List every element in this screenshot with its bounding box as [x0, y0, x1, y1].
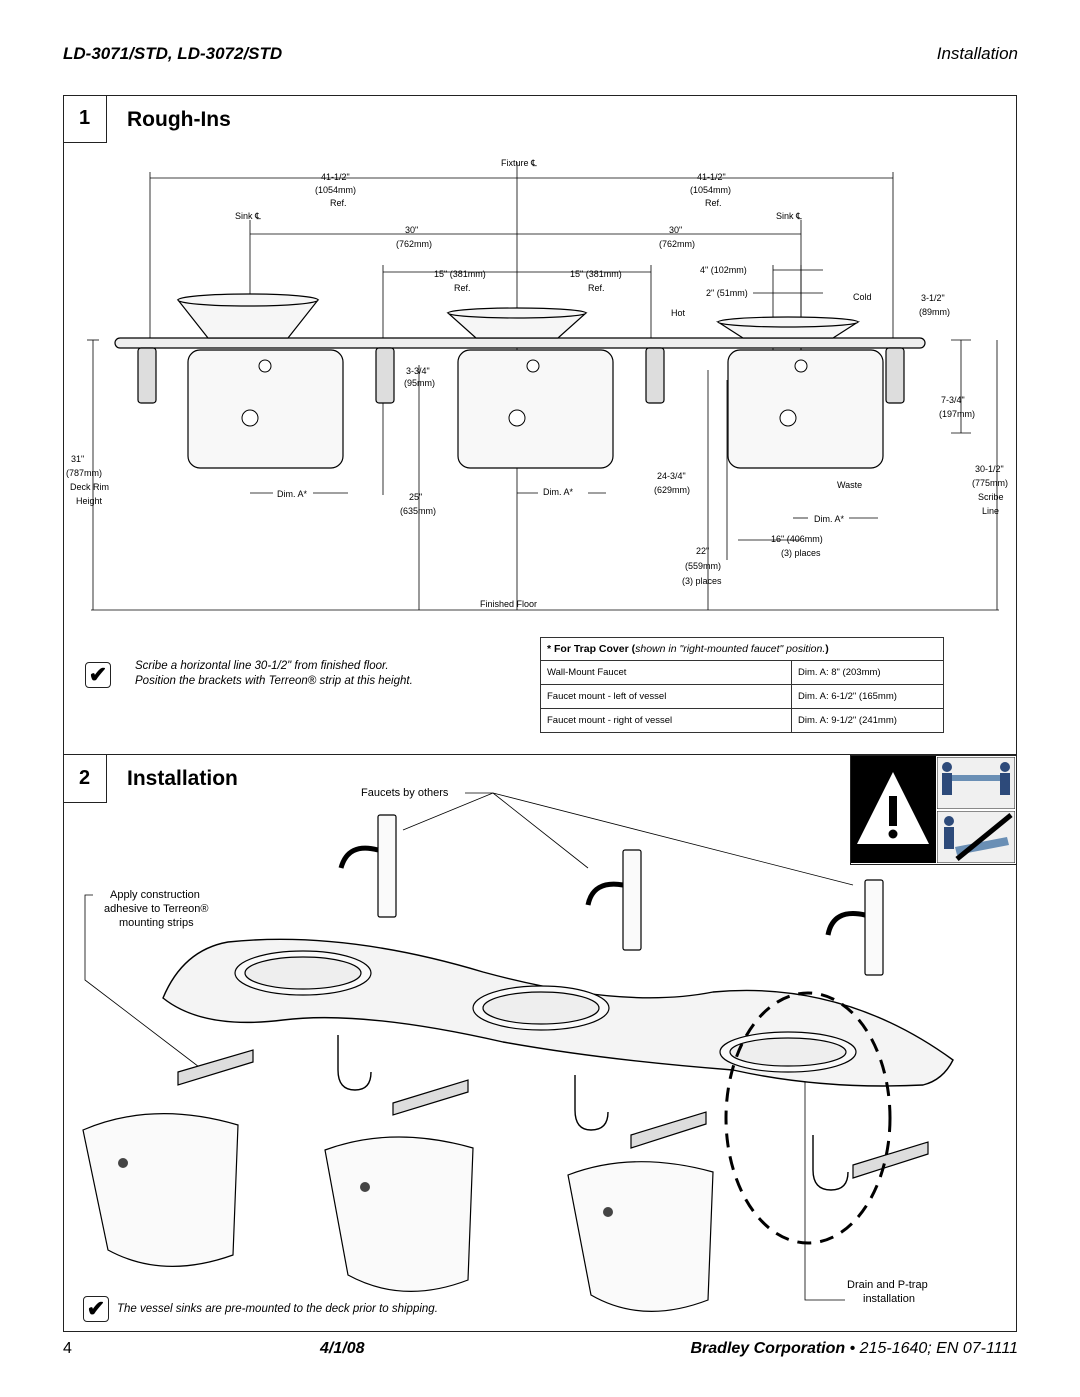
dim-7-3-4-mm: (197mm)	[939, 409, 975, 419]
table-row: Wall-Mount Faucet Dim. A: 8" (203mm)	[540, 660, 944, 685]
dim-a-right: Dim. A*	[814, 514, 845, 524]
dim-15-left-ref: Ref.	[454, 283, 471, 293]
sink-centerline-left: Sink ℄	[235, 211, 261, 221]
table-row: Faucet mount - left of vessel Dim. A: 6-…	[540, 684, 944, 709]
dim-22-places: (3) places	[682, 576, 722, 586]
dim-3-3-4: 3-3/4"	[406, 366, 430, 376]
dim-25-mm: (635mm)	[400, 506, 436, 516]
hot-label: Hot	[671, 308, 686, 318]
cold-label: Cold	[853, 292, 872, 302]
vessel-note: The vessel sinks are pre-mounted to the …	[117, 1303, 438, 1315]
scribe-label: Scribe	[978, 492, 1004, 502]
checkmark-icon-1: ✔	[85, 662, 111, 688]
dim-7-3-4: 7-3/4"	[941, 395, 965, 405]
dim-4in: 4" (102mm)	[700, 265, 747, 275]
adhesive-line3: mounting strips	[119, 917, 194, 929]
dim-31-deck-rim: Deck Rim	[70, 482, 109, 492]
dim-30-left: 30"	[405, 225, 418, 235]
dim-31-height: Height	[76, 496, 103, 506]
scribe-note-line2: Position the brackets with Terreon® stri…	[135, 675, 413, 687]
company-name: Bradley Corporation	[690, 1340, 846, 1357]
scribe-note-line1: Scribe a horizontal line 30-1/2" from fi…	[135, 660, 389, 672]
section-1-title: Rough-Ins	[127, 108, 231, 131]
drain-label-line1: Drain and P-trap	[847, 1279, 928, 1291]
dim-24-3-4-mm: (629mm)	[654, 485, 690, 495]
dim-30-right-mm: (762mm)	[659, 239, 695, 249]
trap-cover-table-wrap: * For Trap Cover (shown in "right-mounte…	[540, 637, 944, 733]
dim-22-mm: (559mm)	[685, 561, 721, 571]
no-single-lift-icon	[937, 811, 1015, 863]
scribe-note: Scribe a horizontal line 30-1/2" from fi…	[135, 659, 515, 689]
dim-30-1-2: 30-1/2"	[975, 464, 1004, 474]
table-row: Faucet mount - right of vessel Dim. A: 9…	[540, 708, 944, 733]
fixture-centerline-label: Fixture ℄	[501, 158, 537, 168]
dim-16: 16" (406mm)	[771, 534, 823, 544]
dim-30-right: 30"	[669, 225, 682, 235]
dim-31: 31"	[71, 454, 84, 464]
document-section-title: Installation	[936, 44, 1018, 63]
two-person-lift-icon	[937, 757, 1015, 809]
section-2-number: 2	[63, 755, 107, 803]
dim-15-left: 15" (381mm)	[434, 269, 486, 279]
dim-25: 25"	[409, 492, 422, 502]
dim-41-right-ref: Ref.	[705, 198, 722, 208]
dim-16-places: (3) places	[781, 548, 821, 558]
warning-triangle-icon	[851, 756, 936, 863]
adhesive-line2: adhesive to Terreon®	[104, 903, 209, 915]
rough-in-diagram: Fixture ℄ 41-1/2" (1054mm) Ref. 41-1/2" …	[66, 158, 1008, 611]
dim-3-1-2-mm: (89mm)	[919, 307, 950, 317]
warning-panel	[850, 755, 1017, 865]
section-2-title: Installation	[127, 767, 238, 790]
dim-15-right-ref: Ref.	[588, 283, 605, 293]
installation-diagram: Faucets by others Apply construction adh…	[82, 787, 954, 1312]
dim-15-right: 15" (381mm)	[570, 269, 622, 279]
footer-company-doc: Bradley Corporation • 215-1640; EN 07-11…	[690, 1340, 1018, 1358]
waste-label: Waste	[837, 480, 862, 490]
checkmark-icon-2: ✔	[83, 1296, 109, 1322]
adhesive-line1: Apply construction	[110, 889, 200, 901]
sink-centerline-right: Sink ℄	[776, 211, 802, 221]
dim-2in: 2" (51mm)	[706, 288, 748, 298]
section-1-number: 1	[63, 95, 107, 143]
document-number: • 215-1640; EN 07-1111	[845, 1340, 1018, 1357]
drain-label-line2: installation	[863, 1293, 915, 1305]
trap-table-title: * For Trap Cover (shown in "right-mounte…	[540, 637, 944, 661]
dim-30-left-mm: (762mm)	[396, 239, 432, 249]
dim-41-left: 41-1/2"	[321, 172, 350, 182]
dim-41-left-mm: (1054mm)	[315, 185, 356, 195]
line-label: Line	[982, 506, 999, 516]
dim-31-mm: (787mm)	[66, 468, 102, 478]
dim-41-right-mm: (1054mm)	[690, 185, 731, 195]
dim-a-left: Dim. A*	[277, 489, 308, 499]
finished-floor-label: Finished Floor	[480, 599, 537, 609]
faucets-by-others-label: Faucets by others	[361, 787, 449, 799]
dim-30-1-2-mm: (775mm)	[972, 478, 1008, 488]
content-frame	[63, 95, 1017, 1332]
dim-41-left-ref: Ref.	[330, 198, 347, 208]
dim-a-middle: Dim. A*	[543, 487, 574, 497]
section-divider	[63, 754, 1017, 755]
dim-3-3-4-mm: (95mm)	[404, 378, 435, 388]
page-number: 4	[63, 1340, 72, 1357]
document-model-title: LD-3071/STD, LD-3072/STD	[63, 44, 283, 63]
dim-41-right: 41-1/2"	[697, 172, 726, 182]
dim-24-3-4: 24-3/4"	[657, 471, 686, 481]
dim-3-1-2: 3-1/2"	[921, 293, 945, 303]
document-date: 4/1/08	[320, 1340, 365, 1357]
dim-22: 22"	[696, 546, 709, 556]
trap-cover-table: * For Trap Cover (shown in "right-mounte…	[540, 637, 944, 733]
